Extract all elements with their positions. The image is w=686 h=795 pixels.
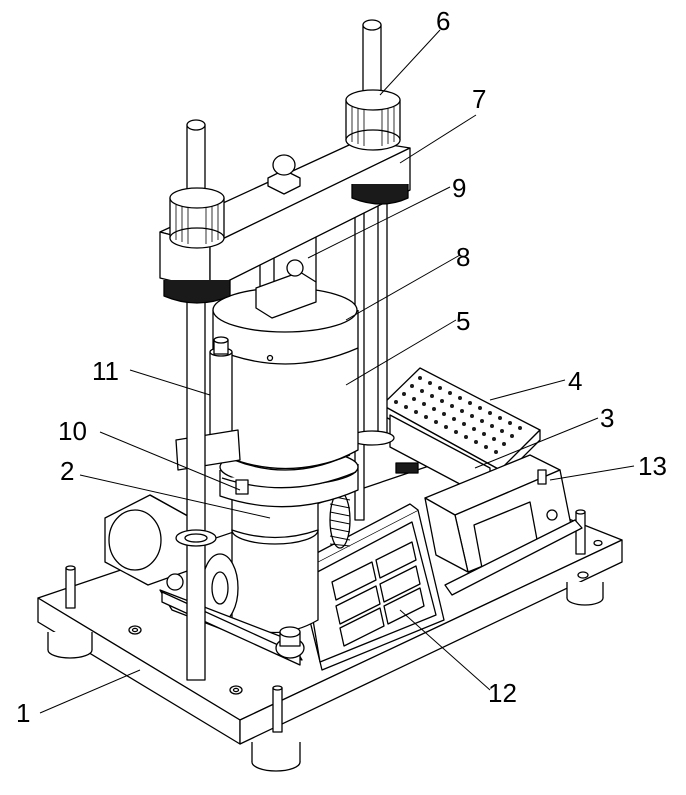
label-front-panel: 12 — [488, 678, 517, 708]
label-base-plate: 1 — [16, 698, 31, 728]
label-upper-cylinder: 8 — [456, 242, 471, 272]
label-controller-display: 13 — [638, 451, 667, 481]
label-load-sensor: 9 — [452, 173, 467, 203]
label-support-column: 3 — [600, 403, 615, 433]
label-hydraulic-rod: 11 — [92, 356, 119, 386]
leader-lines — [40, 30, 634, 713]
label-crossbeam: 7 — [472, 84, 487, 114]
label-clamp-ring: 10 — [58, 416, 87, 446]
crossbeam — [160, 90, 410, 303]
hydraulic-rod — [176, 337, 240, 470]
label-motor-unit: 2 — [60, 456, 75, 486]
front-panel — [292, 504, 444, 670]
controller-display — [425, 455, 582, 595]
label-cylinder: 5 — [456, 306, 471, 336]
label-guide-rod: 6 — [436, 6, 451, 36]
label-perforated-plate: 4 — [568, 366, 583, 396]
perforated-plate — [382, 368, 540, 500]
